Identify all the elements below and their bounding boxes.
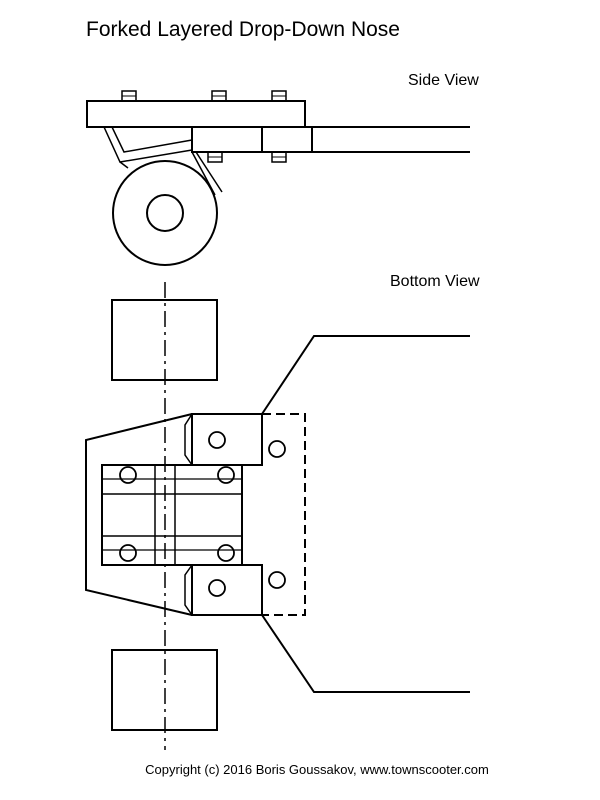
fork-block <box>192 127 312 152</box>
hidden-body-outline <box>262 414 305 615</box>
copyright-notice: Copyright (c) 2016 Boris Goussakov, www.… <box>145 762 489 777</box>
upper-frame-rail <box>262 336 470 414</box>
side-view <box>87 91 470 265</box>
frame-plate-outline <box>86 414 192 615</box>
wheel <box>113 161 217 265</box>
wheel-hub <box>147 195 183 231</box>
fork-plate-lower <box>192 565 262 615</box>
bottom-view-label: Bottom View <box>390 273 480 290</box>
under-bolts <box>208 152 286 162</box>
wheel-top-view-lower <box>112 650 217 730</box>
side-view-label: Side View <box>408 72 479 89</box>
diagram-title: Forked Layered Drop-Down Nose <box>86 18 400 41</box>
top-bolts <box>122 91 286 101</box>
top-plate <box>87 101 305 127</box>
bottom-view <box>86 282 470 750</box>
fork-plate <box>192 414 262 465</box>
wheel-top-view-upper <box>112 300 217 380</box>
lower-frame-rail <box>262 615 470 692</box>
bolt-holes <box>120 432 285 596</box>
